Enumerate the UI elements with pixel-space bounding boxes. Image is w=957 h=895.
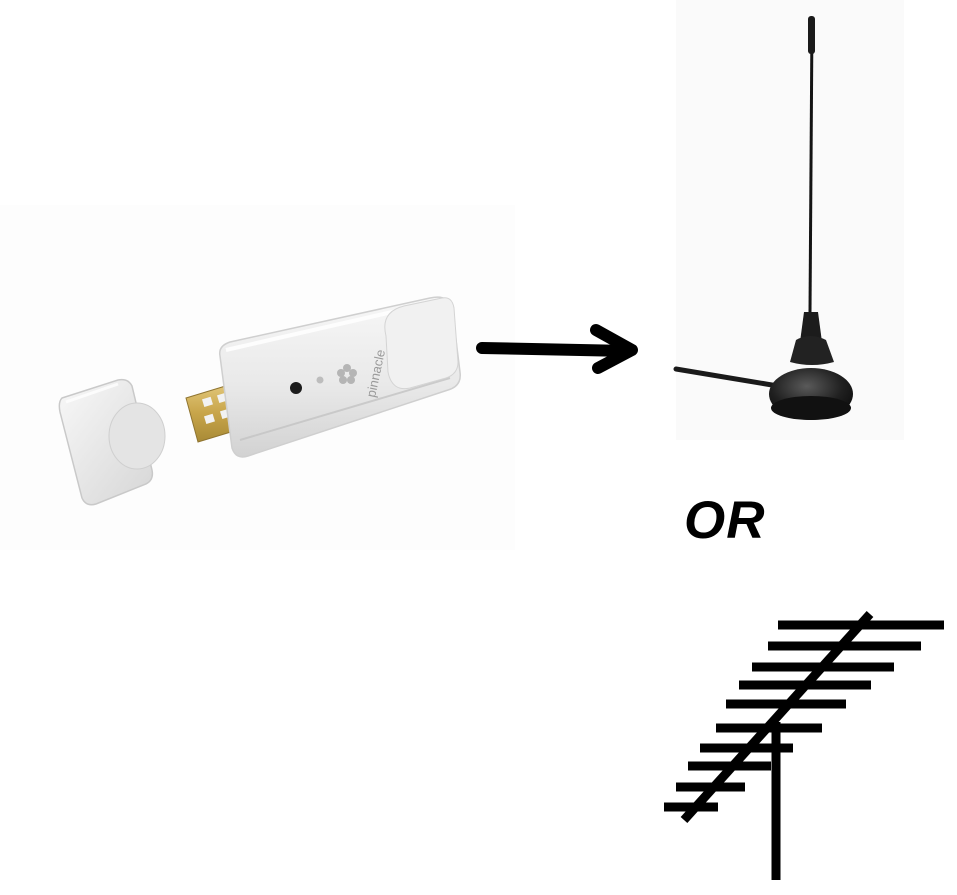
pinnacle-logo-icon bbox=[337, 364, 357, 384]
led-indicator bbox=[290, 382, 302, 394]
usb-tuner-body: pinnacle bbox=[218, 296, 461, 458]
right-arrow-icon bbox=[476, 324, 638, 374]
magnetic-base-antenna-icon bbox=[673, 16, 853, 420]
or-separator-label: OR bbox=[684, 491, 766, 550]
antenna-photo-background bbox=[676, 0, 904, 440]
yagi-rooftop-antenna-icon bbox=[664, 610, 944, 880]
usb-cap bbox=[58, 378, 166, 506]
